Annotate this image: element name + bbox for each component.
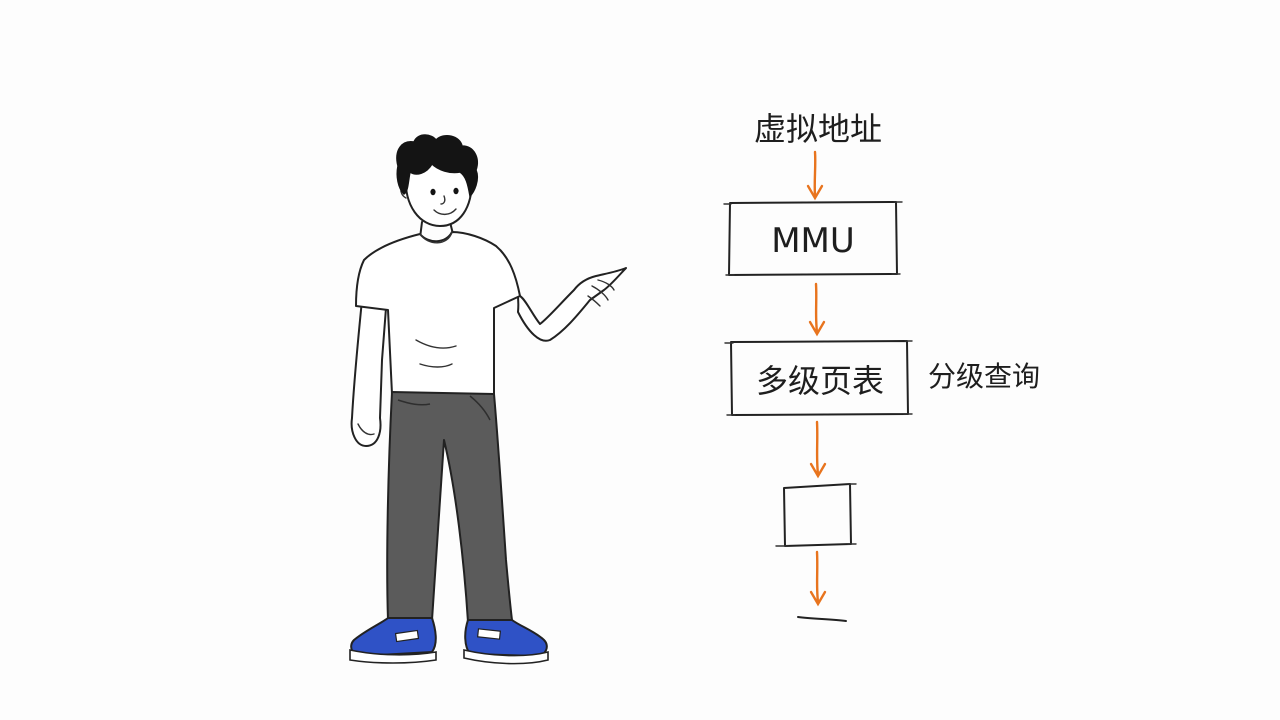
- page-table-box: 多级页表: [724, 340, 913, 416]
- arrow-to-terminal: [809, 550, 827, 607]
- arrow-to-mmu: [806, 150, 824, 201]
- terminal-line: [797, 616, 847, 622]
- virtual-address-label: 虚拟地址: [754, 110, 882, 148]
- pointing-person-icon: [349, 134, 627, 665]
- empty-box: [775, 483, 857, 547]
- arrow-to-page-table: [808, 282, 826, 337]
- hierarchical-lookup-note: 分级查询: [928, 360, 1040, 393]
- page-table-label: 多级页表: [756, 362, 884, 400]
- mmu-label: MMU: [771, 221, 855, 261]
- flow-diagram: 虚拟地址 MMU 多级页表 分级查询: [723, 110, 1040, 622]
- mmu-box: MMU: [723, 201, 903, 276]
- arrow-to-empty-box: [809, 420, 827, 479]
